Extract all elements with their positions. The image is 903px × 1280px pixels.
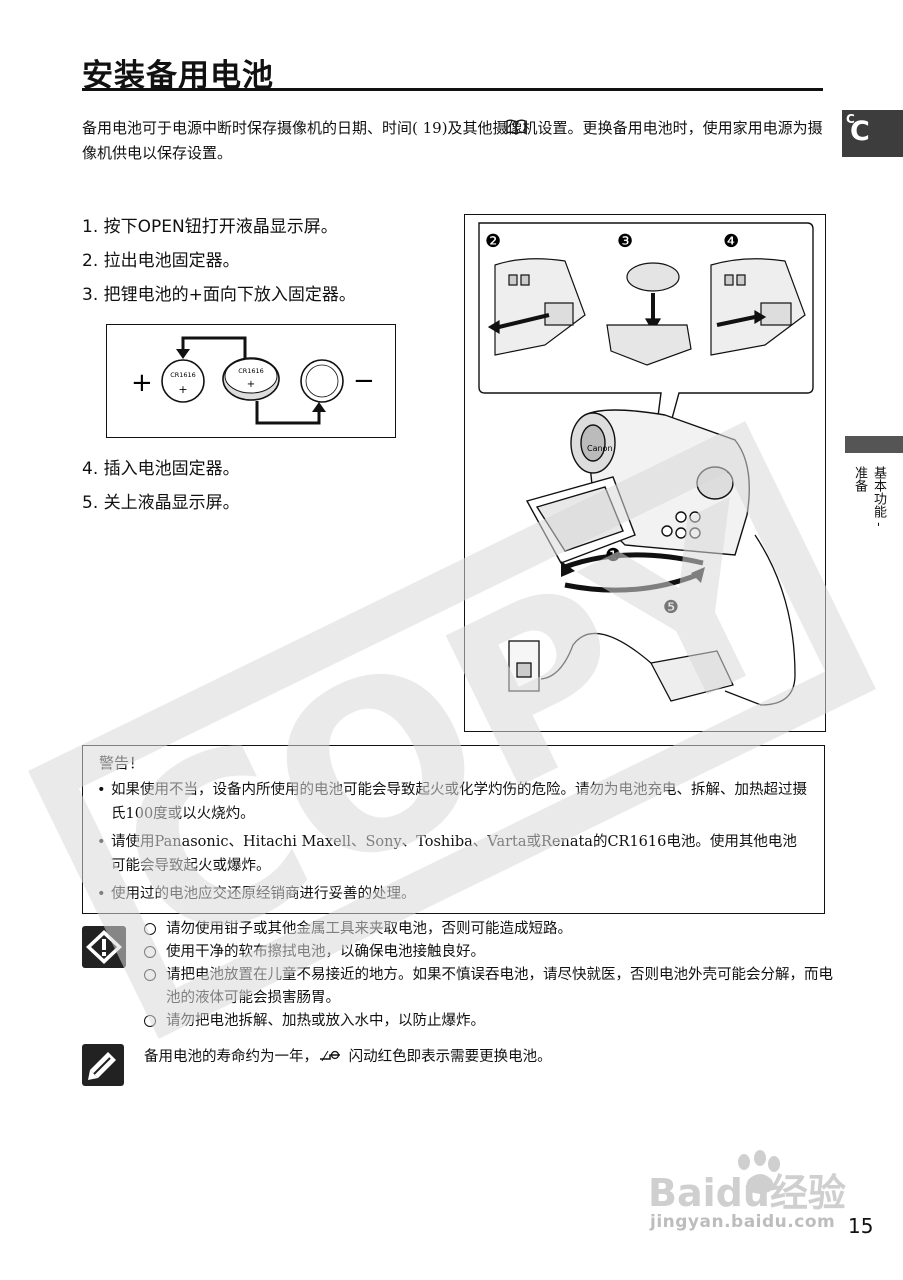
step-2: 2. 拉出电池固定器。 [82,251,240,271]
camcorder-figure: ❷ ❸ ❹ [464,214,826,732]
coin2-label: CR1616 [238,367,264,375]
figure-step-1: ❶ [605,545,621,566]
warning-item: 请使用Panasonic、Hitachi Maxell、Sony、Toshiba… [97,830,807,878]
section-tab-letter: C [850,116,870,147]
warning-item: 使用过的电池应交还原经销商进行妥善的处理。 [97,882,807,906]
coin1-label: CR1616 [170,371,196,379]
panel-insert-holder [710,258,806,356]
note-text: 备用电池的寿命约为一年， 闪动红色即表示需要更换电池。 [144,1046,552,1068]
intro-paragraph: 备用电池可于电源中断时保存摄像机的日期、时间( 19)及其他摄像机设置。更换备用… [82,116,827,166]
section-tab: C C [842,110,903,157]
caution-item-text: 请勿使用钳子或其他金属工具来夹取电池，否则可能造成短路。 [166,921,572,937]
baidu-logo-text: Baidu经验 [648,1171,846,1212]
title-rule [82,88,823,91]
caution-item-text: 请勿把电池拆解、加热或放入水中，以防止爆炸。 [166,1013,485,1029]
book-icon [506,119,526,135]
power-adapter [508,534,796,706]
battery-orientation-diagram: + CR1616 + CR1616 + − [106,324,396,438]
warning-box: 警告！ 如果使用不当，设备内所使用的电池可能会导致起火或化学灼伤的危险。请勿为电… [82,745,825,914]
coin2-sign: + [247,379,255,390]
figure-step-5: ❺ [663,597,679,618]
figure-step-3: ❸ [617,231,633,252]
figure-step-4: ❹ [723,231,739,252]
figure-step-2: ❷ [485,231,501,252]
intro-text: 备用电池可于电源中断时保存摄像机的日期、时间( 19)及其他摄像机设置。更换备用… [82,119,823,162]
chapter-label-line2: 准备 [852,466,867,492]
section-tab-small-letter: C [846,112,855,126]
warning-title: 警告！ [99,754,145,772]
chapter-label: 基本功能 - 准备 [848,466,888,576]
caution-icon [82,926,126,968]
baidu-url: jingyan.baidu.com [650,1212,836,1232]
caution-item: 请把电池放置在儿童不易接近的地方。如果不慎误吞电池，请尽快就医，否则电池外壳可能… [144,964,834,1010]
note-text-before: 备用电池的寿命约为一年， [144,1049,318,1065]
chapter-label-line1: 基本功能 - [871,466,886,527]
baidu-logo: Baidu经验 [648,1150,846,1212]
coin-battery-3 [300,359,344,403]
panel-insert-battery [606,262,692,366]
coin-battery-2: CR1616 + [222,357,280,401]
page-number: 15 [848,1214,874,1238]
steps-list-a: 1. 按下OPEN钮打开液晶显示屏。 2. 拉出电池固定器。 3. 把锂电池的+… [82,210,356,312]
step-3: 3. 把锂电池的+面向下放入固定器。 [82,285,356,305]
camcorder-body [525,409,750,564]
battery-diagram-graphic: + CR1616 + CR1616 + − [131,336,375,425]
steps-list-b: 4. 插入电池固定器。 5. 关上液晶显示屏。 [82,452,240,520]
note-text-after: 闪动红色即表示需要更换电池。 [344,1049,552,1065]
backup-battery-indicator-icon [320,1050,340,1062]
caution-item: 请勿把电池拆解、加热或放入水中，以防止爆炸。 [144,1010,834,1033]
step-5: 5. 关上液晶显示屏。 [82,493,240,513]
caution-list: 请勿使用钳子或其他金属工具来夹取电池，否则可能造成短路。 使用干净的软布擦拭电池… [144,918,834,1033]
minus-sign: − [353,366,375,396]
caution-item: 请勿使用钳子或其他金属工具来夹取电池，否则可能造成短路。 [144,918,834,941]
plus-sign: + [131,368,153,398]
warning-list: 如果使用不当，设备内所使用的电池可能会导致起火或化学灼伤的危险。请勿为电池充电、… [97,778,807,910]
panel-pull-holder [487,258,586,356]
flip-arrow-top [181,336,247,359]
caution-item: 使用干净的软布擦拭电池，以确保电池接触良好。 [144,941,834,964]
step-4: 4. 插入电池固定器。 [82,459,240,479]
note-icon [82,1044,124,1086]
caution-item-text: 使用干净的软布擦拭电池，以确保电池接触良好。 [166,944,485,960]
warning-item: 如果使用不当，设备内所使用的电池可能会导致起火或化学灼伤的危险。请勿为电池充电、… [97,778,807,826]
flip-arrow-bottom [255,401,321,425]
camcorder-illustration: ❷ ❸ ❹ [478,222,814,706]
camcorder-brand: Canon [587,444,613,453]
open-close-arrows [561,552,705,593]
coin1-sign: + [178,383,187,396]
caution-item-text: 请把电池放置在儿童不易接近的地方。如果不慎误吞电池，请尽快就医，否则电池外壳可能… [166,967,833,1006]
chapter-marker-bar [845,436,903,453]
step-1: 1. 按下OPEN钮打开液晶显示屏。 [82,217,338,237]
coin-battery-1: CR1616 + [161,359,205,403]
